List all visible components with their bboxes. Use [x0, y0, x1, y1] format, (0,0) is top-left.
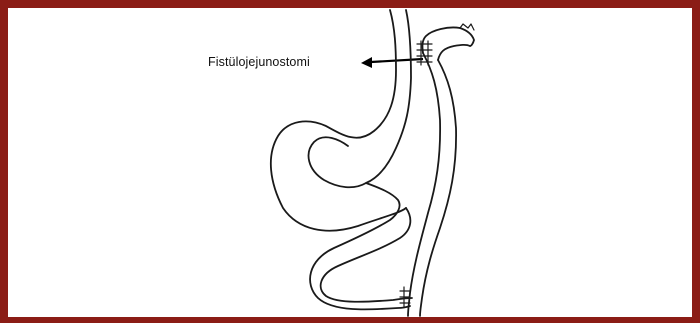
diagram-panel: Fistülojejunostomi [8, 8, 692, 317]
small-bowel-loop [310, 183, 412, 309]
anastomosis-staples [417, 41, 432, 65]
jejunal-limb [408, 24, 474, 316]
anatomy-diagram: Fistülojejunostomi [8, 8, 692, 317]
stomach-remnant [271, 10, 411, 231]
fistulojejunostomy-label: Fistülojejunostomi [208, 55, 310, 69]
label-pointer-arrow [361, 57, 423, 68]
